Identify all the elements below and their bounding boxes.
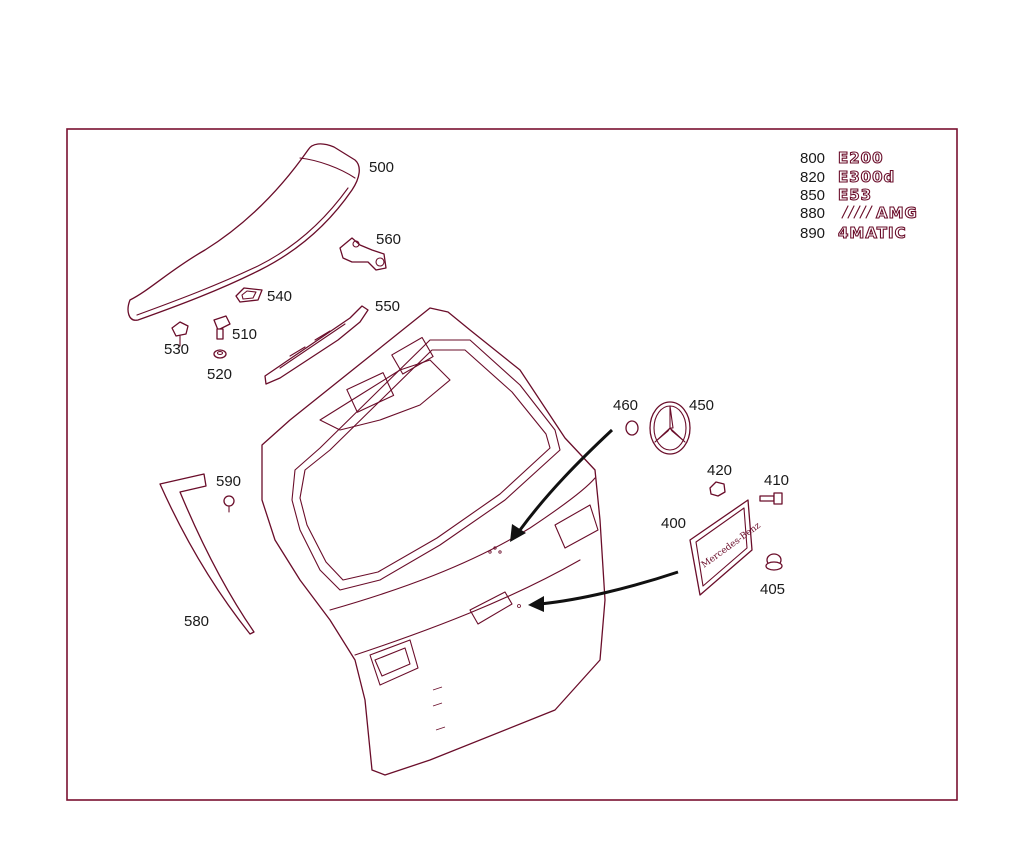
part-clip-590 (223, 495, 235, 513)
part-tailgate (261, 307, 606, 776)
legend-number: 880 (800, 205, 825, 222)
callout-405: 405 (760, 581, 785, 598)
callout-520: 520 (207, 366, 232, 383)
part-spoiler (127, 143, 360, 321)
diagram-frame (66, 128, 958, 801)
legend-number: 820 (800, 169, 825, 186)
legend-number: 800 (800, 150, 825, 167)
part-pin-510 (213, 315, 231, 340)
callout-500: 500 (369, 159, 394, 176)
part-grommet-460 (625, 420, 639, 436)
callout-510: 510 (232, 326, 257, 343)
part-star-emblem-450 (649, 401, 691, 455)
callout-590: 590 (216, 473, 241, 490)
legend-badge: E53 (838, 186, 872, 204)
callout-550: 550 (375, 298, 400, 315)
part-trim-580 (159, 473, 255, 635)
callout-400: 400 (661, 515, 686, 532)
part-screw-420 (709, 481, 726, 497)
amg-stripes (841, 205, 873, 219)
arrow-to-emblem-position (510, 428, 614, 542)
part-bolt-410 (759, 492, 783, 505)
part-nut-405 (765, 553, 783, 571)
legend-number: 850 (800, 187, 825, 204)
legend-badge: E200 (838, 149, 884, 167)
callout-460: 460 (613, 397, 638, 414)
part-license-plate-400: Mercedes-Benz (689, 499, 763, 596)
legend-badge: 4MATIC (838, 224, 907, 242)
legend-row: 850 E53 (800, 185, 872, 204)
legend-badge: AMG (876, 204, 918, 222)
callout-450: 450 (689, 397, 714, 414)
legend-row: 820 E300d (800, 167, 895, 186)
legend-row: 880 AMG (800, 203, 918, 222)
callout-530: 530 (164, 341, 189, 358)
legend-row: 890 4MATIC (800, 223, 907, 242)
callout-560: 560 (376, 231, 401, 248)
callout-540: 540 (267, 288, 292, 305)
legend-badge: E300d (838, 168, 895, 186)
part-screw-530 (171, 321, 189, 347)
part-brake-light-550 (264, 305, 369, 385)
callout-410: 410 (764, 472, 789, 489)
arrow-to-plate-position (528, 570, 679, 612)
part-bracket-560 (339, 237, 387, 271)
callout-580: 580 (184, 613, 209, 630)
legend-row: 800 E200 (800, 148, 884, 167)
part-grommet-520 (213, 349, 227, 359)
legend-number: 890 (800, 225, 825, 242)
part-clip-540 (235, 287, 263, 303)
callout-420: 420 (707, 462, 732, 479)
badge-legend: 800 E200 820 E300d 850 E53 880 AMG 890 4… (800, 148, 918, 242)
